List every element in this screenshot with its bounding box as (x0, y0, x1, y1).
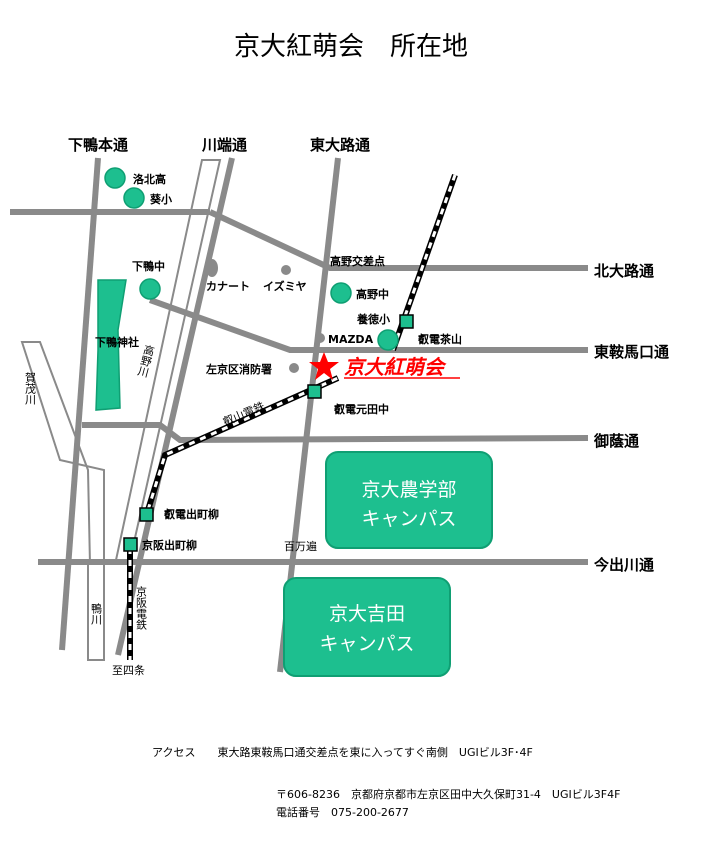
label-kamo-river-south: 鴨川 (90, 602, 103, 625)
label-eiden-line: 叡山電鉄 (221, 399, 267, 429)
target-star-icon (309, 352, 339, 380)
road-higashikurama (148, 297, 588, 353)
label-kitaoji: 北大路通 (594, 262, 654, 280)
station-chayama-icon (399, 314, 414, 329)
station-demachi-keihan-icon (123, 537, 138, 552)
access-line: アクセス 東大路東鞍馬口通交差点を東に入ってすぐ南側 UGIビル3F･4F (152, 744, 533, 760)
mazda-marker (315, 333, 325, 343)
label-kawabata: 川端通 (201, 136, 247, 154)
label-imadegawa: 今出川通 (593, 556, 654, 574)
label-shimogamo-hondori: 下鴨本通 (68, 136, 128, 154)
school-rakuhoku-icon (104, 167, 126, 189)
label-yotoku: 養徳小 (357, 312, 390, 326)
campus-yoshida-line2: キャンパス (319, 633, 414, 655)
map-title: 京大紅萌会 所在地 (234, 32, 468, 62)
label-aoi: 葵小 (149, 192, 172, 206)
label-shimogamo-jinja: 下鴨神社 (95, 335, 139, 349)
campus-yoshida: 京大吉田 キャンパス (283, 577, 451, 677)
label-fire-station: 左京区消防署 (205, 362, 272, 376)
label-shijo: 至四条 (112, 663, 145, 677)
school-aoi-icon (123, 187, 145, 209)
access-label: アクセス (152, 746, 196, 759)
canart-marker (206, 259, 218, 277)
label-hyakumanben: 百万遍 (284, 540, 317, 553)
label-takano-chu: 高野中 (356, 287, 389, 301)
shimogamo-jinja-forest (95, 279, 127, 411)
label-station-demachi-keihan: 京阪出町柳 (142, 538, 197, 552)
label-mikage: 御蔭通 (593, 432, 639, 450)
campus-agriculture: 京大農学部 キャンパス (325, 451, 493, 549)
campus-yoshida-line1: 京大吉田 (329, 603, 405, 625)
station-mototanaka-icon (307, 384, 322, 399)
label-keihan-line: 京阪電鉄 (135, 585, 148, 630)
label-canart: カナート (206, 280, 250, 293)
access-text: 東大路東鞍馬口通交差点を東に入ってすぐ南側 UGIビル3F･4F (217, 746, 533, 759)
phone-label: 電話番号 (276, 806, 320, 819)
campus-agriculture-line1: 京大農学部 (361, 479, 456, 501)
label-mazda: MAZDA (328, 333, 374, 346)
school-takano-chu-icon (330, 282, 352, 304)
road-kawabata (115, 157, 235, 656)
label-station-mototanaka: 叡電元田中 (333, 402, 389, 416)
river-takano (114, 159, 222, 561)
label-kamo-river: 賀茂川 (24, 372, 37, 405)
label-takano-kousa: 高野交差点 (330, 254, 385, 268)
izumiya-marker (281, 265, 291, 275)
road-shimogamo-hondori (59, 157, 101, 651)
road-network (10, 157, 589, 673)
phone-number: 075-200-2677 (331, 806, 409, 819)
address-line: 〒606-8236 京都府京都市左京区田中大久保町31-4 UGIビル3F4F (276, 788, 621, 801)
label-izumiya: イズミヤ (263, 279, 307, 293)
label-rakuhoku: 洛北高 (133, 172, 166, 186)
phone-line: 電話番号 075-200-2677 (276, 804, 409, 820)
road-mikage (82, 422, 589, 444)
label-station-chayama: 叡電茶山 (417, 332, 462, 346)
school-yotoku-icon (377, 329, 399, 351)
road-kitaoji (208, 209, 588, 271)
fire-station-marker (289, 363, 299, 373)
label-station-demachi-eiden: 叡電出町柳 (163, 507, 219, 521)
label-higashioji: 東大路通 (310, 136, 370, 154)
label-higashikurama: 東鞍馬口通 (594, 343, 669, 361)
label-shimogamo-chu: 下鴨中 (132, 259, 165, 273)
target-label: 京大紅萌会 (344, 355, 447, 379)
school-shimogamo-chu-icon (139, 278, 161, 300)
station-demachi-eiden-icon (139, 507, 154, 522)
campus-agriculture-line2: キャンパス (361, 508, 456, 530)
